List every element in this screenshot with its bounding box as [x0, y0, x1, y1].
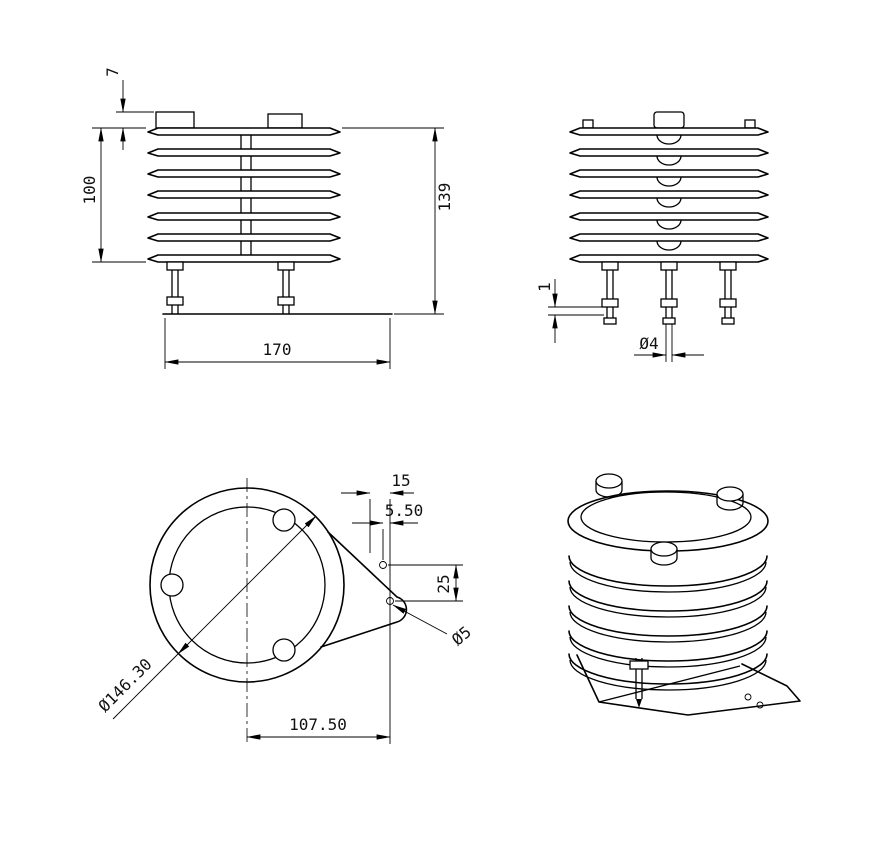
- isometric-view: [567, 473, 801, 716]
- dim-hole-offset-b: 5.50: [352, 501, 423, 560]
- dim-hole-spacing-label: 25: [434, 574, 453, 593]
- dim-shield-diameter: Ø146.30: [95, 515, 317, 720]
- dim-stack-height: 100: [80, 127, 146, 263]
- dim-hole-offset-a-label: 15: [391, 471, 410, 490]
- dim-stack-height-label: 100: [80, 176, 99, 205]
- bottom-plate-view: Ø146.30 15 5.50 25 Ø5 10: [95, 471, 475, 744]
- dim-bolt-diameter: Ø4: [634, 324, 704, 362]
- dim-hole-offset-b-label: 5.50: [385, 501, 424, 520]
- side-view: 1 Ø4: [535, 111, 769, 362]
- front-top-caps: [155, 111, 303, 129]
- dim-cap-height: 7: [103, 67, 154, 150]
- side-louvre-stack: [569, 127, 769, 263]
- iso-center-bolt: [629, 658, 649, 708]
- dim-base-width: 170: [164, 318, 391, 369]
- iso-spacer-caps: [595, 473, 744, 566]
- front-louvre-stack: [147, 127, 341, 263]
- iso-louvre-rims: [568, 555, 768, 691]
- dim-hole-diameter-label: Ø5: [448, 622, 475, 649]
- outer-plate-circle: [149, 487, 345, 683]
- iso-bracket: [576, 654, 801, 716]
- dim-bolt-diameter-label: Ø4: [639, 334, 658, 353]
- front-view: 7 100 139 170: [80, 67, 454, 369]
- side-mounting-bolts: [601, 261, 737, 325]
- dim-hole-offset-a: 15: [341, 471, 414, 744]
- dim-bracket-length-label: 107.50: [289, 715, 347, 734]
- dim-bracket-length: 107.50: [246, 715, 391, 740]
- dim-plate-gap: 1: [535, 279, 604, 343]
- side-top-caps: [582, 111, 756, 129]
- mounting-bracket-outline: [320, 531, 408, 648]
- front-mounting-bolts: [166, 261, 295, 314]
- front-center-spacers: [240, 135, 252, 255]
- mounting-studs: [160, 508, 296, 662]
- dim-plate-gap-label: 1: [535, 282, 554, 292]
- dim-overall-height-label: 139: [435, 183, 454, 212]
- dim-cap-height-label: 7: [103, 67, 122, 77]
- dim-hole-diameter: Ø5: [392, 604, 475, 649]
- side-center-tube: [656, 134, 682, 251]
- dim-overall-height: 139: [342, 127, 454, 315]
- dim-base-width-label: 170: [263, 340, 292, 359]
- dim-hole-spacing: 25: [388, 564, 463, 602]
